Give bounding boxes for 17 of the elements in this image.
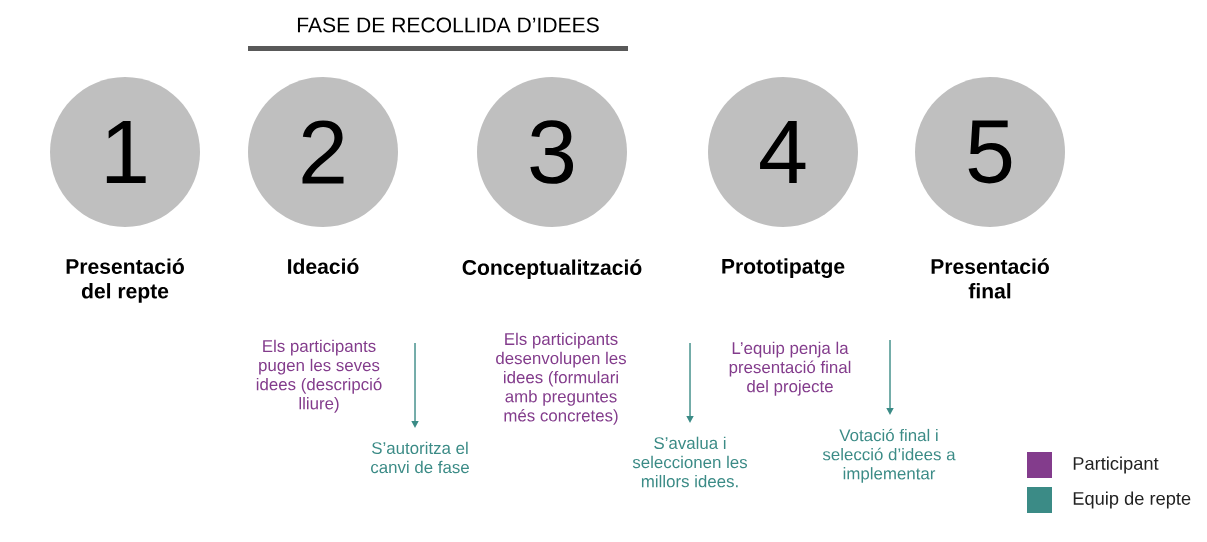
arrow <box>411 342 419 428</box>
arrow <box>686 342 694 423</box>
legend-label: Participant <box>1073 456 1159 474</box>
step-note: S’autoritza el canvi de fase <box>371 441 469 474</box>
title: FASE DE RECOLLIDA D’IDEES <box>297 17 599 33</box>
phase-name: Presentació final <box>931 258 1049 299</box>
step-note: Els participants pugen les seves idees (descripció lliure) <box>256 339 382 413</box>
step-note: S’avalua i seleccionen les millors idees. <box>632 436 748 488</box>
step-note: Els participants desenvolupen les idees (formulari amb preguntes més concretes) <box>496 332 626 425</box>
phase-name: Ideació <box>288 258 359 274</box>
step-note: Votació final i selecció d’idees a implementar <box>822 428 956 483</box>
phase-name: Prototipatge <box>722 258 845 279</box>
phase-name: Conceptualització <box>462 259 642 280</box>
phase-name: Presentació del repte <box>66 258 184 303</box>
legend-label: Equip de repte <box>1073 491 1191 509</box>
arrow <box>886 339 894 415</box>
step-note: L’equip penja la presentació final del projecte <box>729 341 851 396</box>
